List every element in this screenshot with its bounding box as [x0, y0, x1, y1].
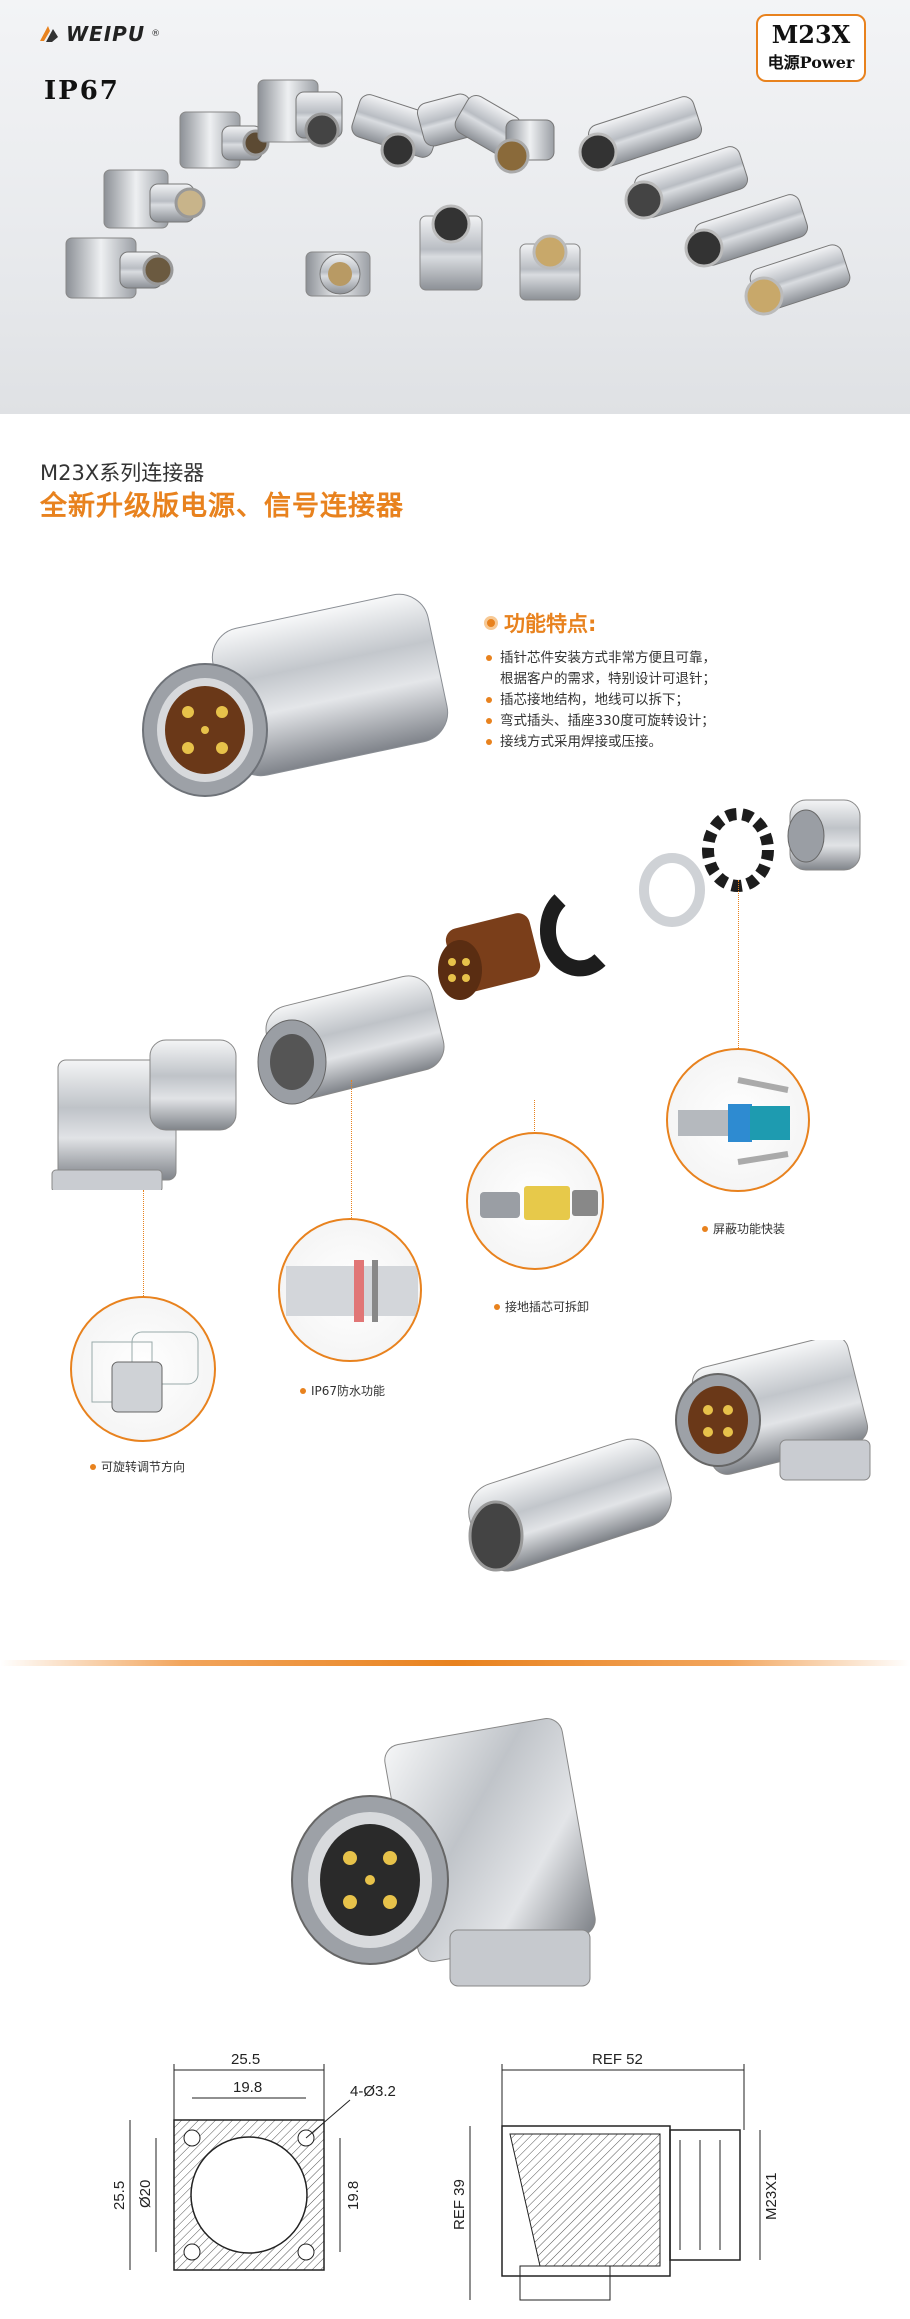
- plug-assembled: [468, 1438, 672, 1572]
- callout-shield: 屏蔽功能快装: [702, 1220, 785, 1237]
- feature-item: 插针芯件安装方式非常方便且可靠，: [484, 648, 814, 669]
- section-divider: [0, 1660, 910, 1666]
- exploded-view: [51, 799, 861, 1190]
- technical-drawing: 25.5 19.8 4-Ø3.2 25.5 Ø20 19.8 REF 52 RE…: [111, 2051, 780, 2301]
- leader-line: [534, 1100, 535, 1135]
- leader-line: [738, 880, 739, 1060]
- connector-angled-1: [65, 237, 174, 299]
- receptacle-assembled: [675, 1340, 871, 1481]
- badge-subtitle: 电源Power: [767, 53, 855, 72]
- leader-line: [351, 1080, 352, 1220]
- features-panel: 功能特点: 插针芯件安装方式非常方便且可靠， 根据客户的需求，特别设计可退针； …: [484, 608, 814, 753]
- series-subtitle: 全新升级版电源、信号连接器: [40, 491, 404, 522]
- connector-angled-3: [179, 111, 270, 169]
- dim-ref-height: REF 39: [451, 2179, 468, 2230]
- connector-body: [257, 975, 445, 1105]
- badge-model: M23X: [771, 20, 851, 49]
- connector-angled-6: [454, 94, 555, 174]
- detail-circle-ground: [466, 1132, 604, 1270]
- model-badge: M23X 电源Power: [756, 14, 866, 82]
- angled-housing: [51, 1039, 237, 1190]
- leader-line: [143, 1190, 144, 1300]
- registered-mark: ®: [151, 29, 161, 39]
- seal-ring: [639, 853, 705, 927]
- assembled-pair: [468, 1340, 871, 1572]
- brand-logo: WEIPU ®: [38, 22, 160, 46]
- cable-nut: [787, 799, 861, 871]
- feature-item: 接线方式采用焊接或压接。: [484, 732, 814, 753]
- dim-inner-width: 19.8: [233, 2079, 262, 2096]
- callout-rotate: 可旋转调节方向: [90, 1458, 185, 1475]
- dim-thread: M23X1: [763, 2172, 780, 2220]
- ip-rating: IP67: [44, 76, 120, 106]
- dim-ref-length: REF 52: [592, 2051, 643, 2068]
- dim-flange-width: 25.5: [231, 2051, 260, 2068]
- receptacle-2: [419, 204, 483, 291]
- clamp-cage: [702, 808, 774, 892]
- bullet-icon: [484, 616, 498, 630]
- side-view: REF 52 REF 39 M23X1: [451, 2051, 780, 2301]
- flange-view: 25.5 19.8 4-Ø3.2 25.5 Ø20 19.8: [111, 2051, 396, 2271]
- detail-circle-rotate: [70, 1296, 216, 1442]
- receptacle-photo: [291, 1718, 596, 1987]
- logo-icon: [40, 26, 58, 42]
- features-title: 功能特点:: [484, 608, 814, 638]
- series-title: M23X系列连接器: [40, 461, 205, 485]
- dim-bore: Ø20: [137, 2180, 154, 2208]
- product-collage: [65, 79, 851, 316]
- shield-clip: [539, 894, 606, 977]
- connector-straight-3: [684, 194, 809, 268]
- connector-angled-2: [103, 169, 206, 229]
- receptacle-1: [305, 251, 371, 297]
- callout-ground: 接地插芯可拆卸: [494, 1298, 589, 1315]
- callout-waterproof: IP67防水功能: [300, 1382, 385, 1399]
- dim-flange-height: 25.5: [111, 2181, 128, 2210]
- contact-insert: [438, 913, 541, 1000]
- dim-holes: 4-Ø3.2: [350, 2083, 396, 2100]
- brand-name: WEIPU: [66, 22, 146, 46]
- connector-straight-1: [578, 96, 703, 172]
- connector-straight-2: [624, 146, 749, 220]
- hero-banner: WEIPU ® IP67 M23X 电源Power: [0, 0, 910, 414]
- receptacle-3: [519, 234, 581, 301]
- connector-straight-4: [744, 244, 851, 316]
- connector-angled-4: [257, 79, 343, 148]
- detail-circle-shield: [666, 1048, 810, 1192]
- dim-inner-height: 19.8: [345, 2181, 362, 2210]
- detail-circle-waterproof: [278, 1218, 422, 1362]
- feature-item: 弯式插头、插座330度可旋转设计；: [484, 711, 814, 732]
- feature-item: 插芯接地结构，地线可以拆下；: [484, 690, 814, 711]
- feature-item: 根据客户的需求，特别设计可退针；: [500, 671, 716, 687]
- main-connector-image: [142, 593, 449, 797]
